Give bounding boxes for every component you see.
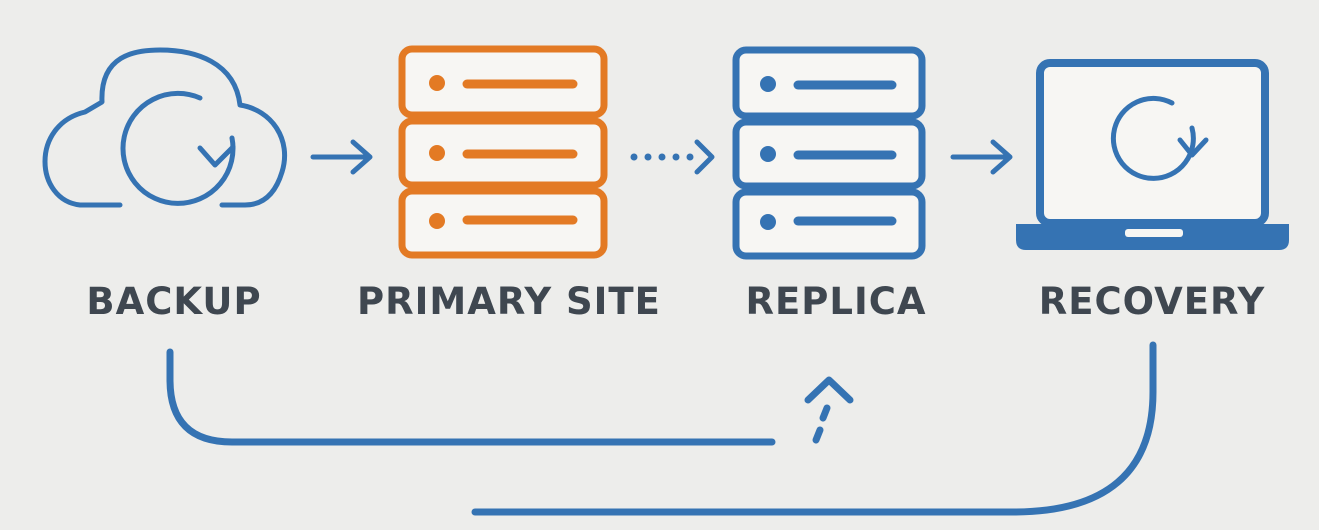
sync-arrowhead bbox=[197, 144, 236, 168]
laptop-screen bbox=[1036, 59, 1269, 227]
cloud-outline bbox=[42, 47, 288, 208]
server-rack-icon bbox=[732, 46, 926, 260]
sync-icon bbox=[1110, 95, 1209, 181]
status-led bbox=[760, 214, 776, 230]
cloud-sync-icon bbox=[42, 47, 288, 208]
recovery-return-connector bbox=[471, 341, 1157, 516]
recovery-label: RECOVERY bbox=[1039, 280, 1266, 323]
sync-arc bbox=[120, 90, 236, 206]
recovery-node: RECOVERY bbox=[1016, 59, 1289, 323]
status-led bbox=[429, 145, 445, 161]
status-led bbox=[429, 213, 445, 229]
connector-line bbox=[471, 341, 1157, 516]
status-led bbox=[760, 146, 776, 162]
primary-site-node: PRIMARY SITE bbox=[357, 45, 661, 323]
arrow-right-icon bbox=[310, 139, 373, 175]
laptop-sync-icon bbox=[1016, 59, 1289, 250]
status-led bbox=[760, 76, 776, 92]
server-rack-icon bbox=[398, 45, 608, 259]
arrow-right-icon bbox=[694, 139, 715, 175]
status-led bbox=[429, 75, 445, 91]
primary-site-label: PRIMARY SITE bbox=[357, 280, 661, 323]
backup-label: BACKUP bbox=[86, 280, 261, 323]
backup-to-replica-connector bbox=[166, 348, 854, 446]
dotted-arrow-right-icon bbox=[630, 139, 715, 175]
backup-node: BACKUP bbox=[42, 47, 288, 323]
laptop-trackpad-notch bbox=[1125, 229, 1183, 237]
arrow-right-icon bbox=[950, 139, 1013, 175]
connector-line bbox=[166, 348, 776, 446]
arrow-up-icon bbox=[804, 376, 854, 404]
replica-node: REPLICA bbox=[732, 46, 926, 323]
replica-label: REPLICA bbox=[745, 280, 926, 323]
dash-segment bbox=[819, 404, 831, 422]
dash-segment bbox=[812, 426, 824, 444]
